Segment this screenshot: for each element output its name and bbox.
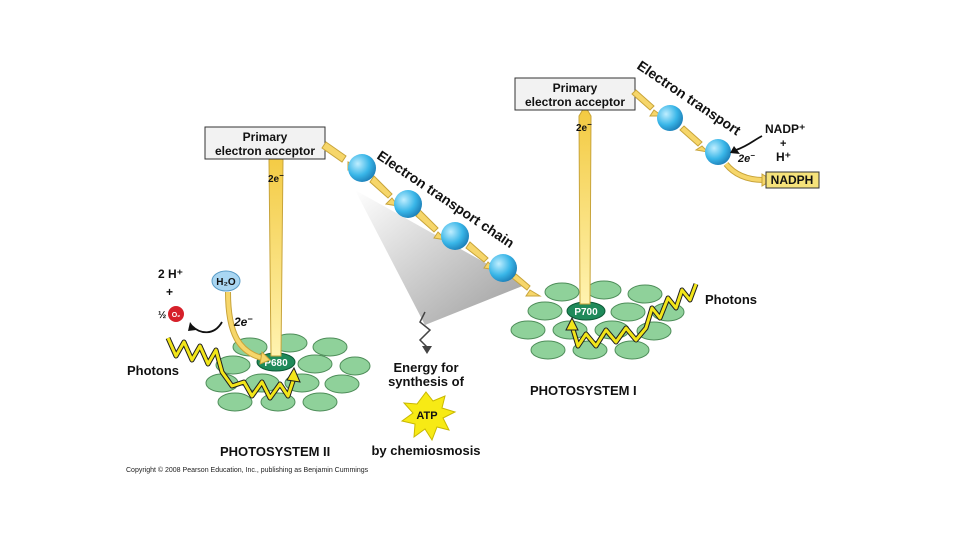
etc-carrier-4 — [489, 254, 517, 282]
o2-molecule — [168, 306, 184, 322]
ps2-2e-water-label: 2e− — [233, 314, 253, 329]
p680-label: P680 — [264, 358, 288, 369]
energy-squiggle — [418, 311, 432, 349]
energy-line2: synthesis of — [388, 374, 465, 389]
svg-text:Primary: Primary — [243, 130, 288, 144]
ps1-photon-arrowhead — [565, 316, 579, 331]
ps1-electron-transport: Electron transport NADP⁺ + H⁺ 2e− NADPH — [631, 57, 820, 189]
svg-text:Primary: Primary — [553, 81, 598, 95]
energy-line1: Energy for — [393, 360, 458, 375]
svg-text:electron acceptor: electron acceptor — [215, 144, 315, 158]
svg-text:H₂O: H₂O — [216, 277, 236, 288]
ps1-2e-label: 2e− — [576, 120, 592, 134]
nadp-plus-sign: + — [780, 138, 786, 150]
water-to-o2-arrow — [191, 321, 223, 334]
by-chemiosmosis-label: by chemiosmosis — [371, 443, 480, 458]
ps1-2e-nadp-label: 2e− — [737, 151, 755, 165]
svg-text:O₂: O₂ — [172, 312, 181, 319]
photosystem-i-label: PHOTOSYSTEM I — [530, 383, 637, 398]
nadph-box — [765, 171, 820, 189]
atp-star — [400, 391, 457, 442]
atp-synthesis: Energy for synthesis of ATP by chemiosmo… — [371, 311, 481, 458]
nadp-to-carrier-arrow — [735, 135, 763, 151]
svg-text:electron acceptor: electron acceptor — [525, 95, 625, 109]
photosystem-i: P700 Photons PHOTOSYSTEM I — [510, 280, 757, 398]
ps1-chlorophyll-cluster — [510, 280, 685, 360]
ps2-chlorophyll-cluster — [205, 333, 371, 412]
etc-carrier-1 — [348, 154, 376, 182]
ps1-photons-label: Photons — [705, 292, 757, 307]
half-label: ½ — [158, 310, 166, 321]
ps2-primary-electron-acceptor: Primary electron acceptor — [204, 126, 326, 160]
ps1-carrier-1 — [657, 105, 683, 131]
ps1-carrier-2 — [705, 139, 731, 165]
copyright-text: Copyright © 2008 Pearson Education, Inc.… — [126, 466, 369, 474]
h-plus-label: H⁺ — [776, 150, 791, 164]
p700-label: P700 — [574, 307, 598, 318]
nadp-plus-label: NADP⁺ — [765, 122, 805, 136]
two-h-plus-label: 2 H⁺ — [158, 267, 183, 281]
ps2-photon-arrowhead — [286, 366, 301, 383]
ps1-primary-electron-acceptor: Primary electron acceptor — [514, 77, 636, 111]
h2o-molecule — [211, 270, 241, 292]
ps2-photons-label: Photons — [127, 363, 179, 378]
ps2-2e-label: 2e− — [268, 171, 284, 185]
energy-funnel — [355, 190, 525, 325]
water-splitting: H₂O 2e− 2 H⁺ + ½ O₂ — [158, 267, 271, 365]
etc-carrier-3 — [441, 222, 469, 250]
electron-transport-label: Electron transport — [634, 57, 744, 138]
nadph-label: NADPH — [771, 173, 814, 187]
photosystem-ii-label: PHOTOSYSTEM II — [220, 444, 330, 459]
atp-label: ATP — [416, 410, 437, 422]
ps1-beam — [578, 105, 592, 305]
etc-carrier-2 — [394, 190, 422, 218]
plus-sign: + — [166, 285, 173, 299]
